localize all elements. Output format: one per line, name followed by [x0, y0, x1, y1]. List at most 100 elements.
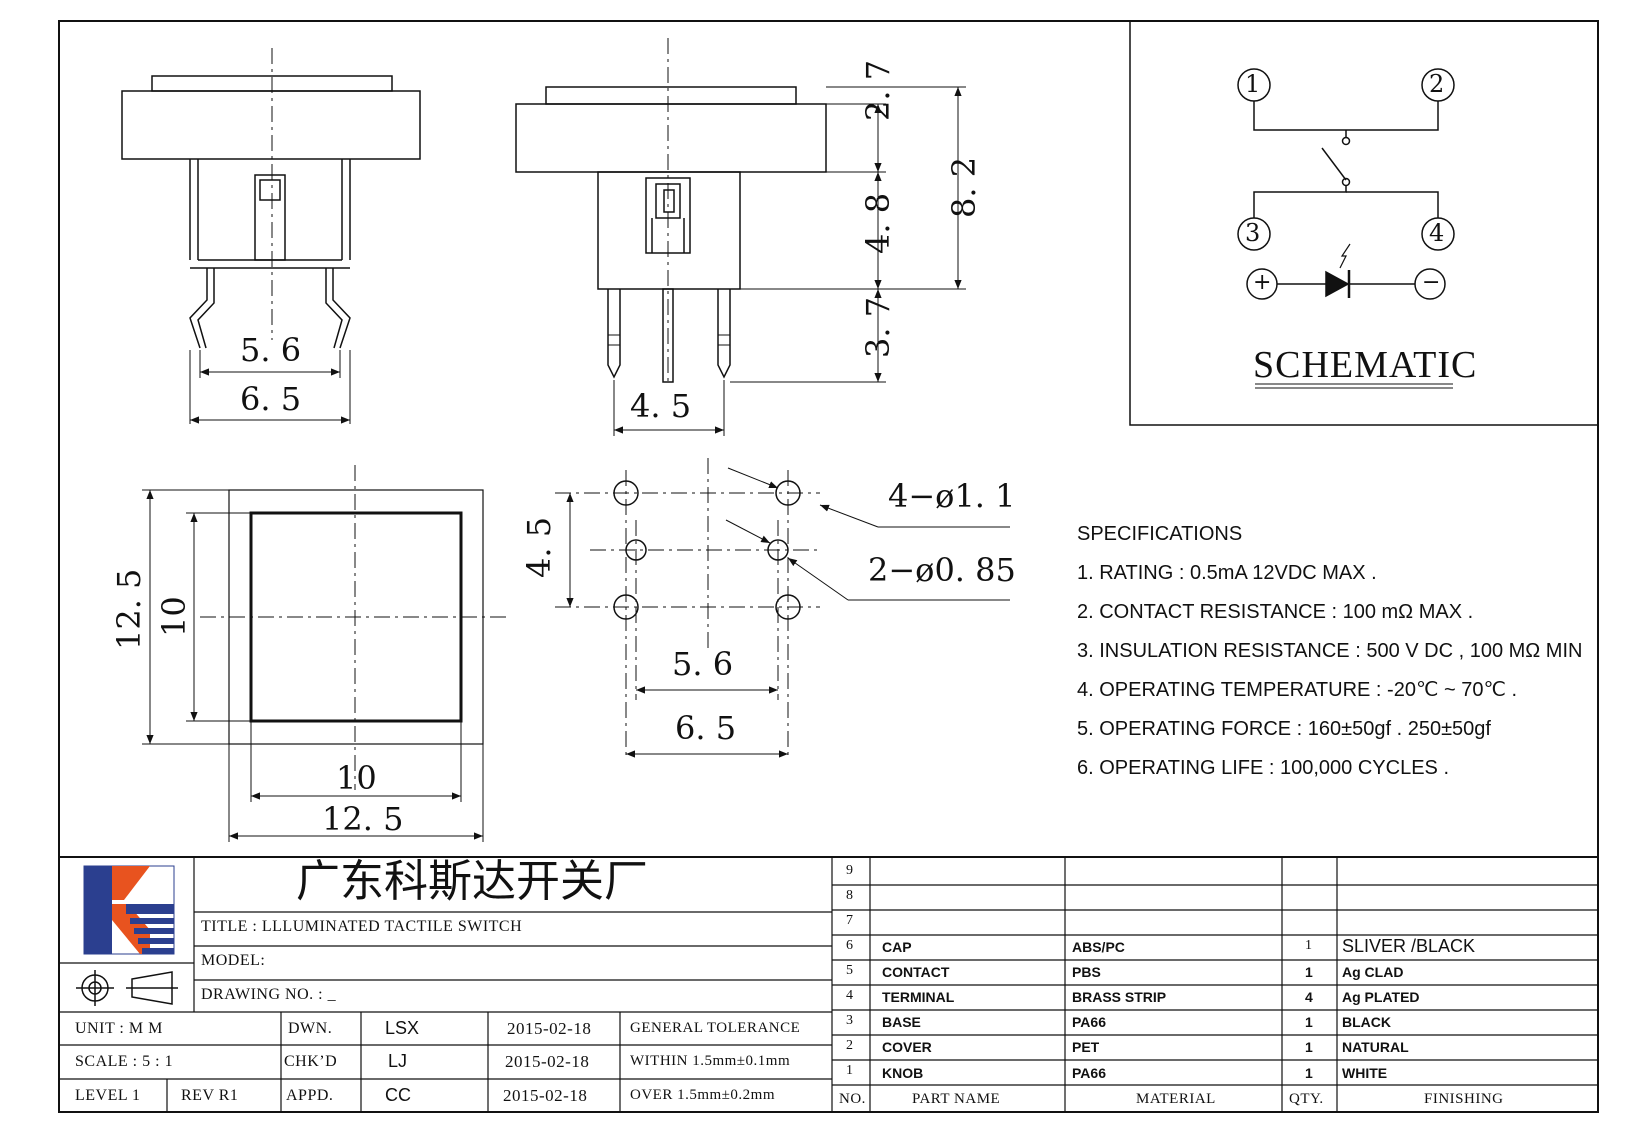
bom-part: CONTACT — [882, 964, 950, 980]
schematic-diagram — [1237, 68, 1455, 389]
approved-by: CC — [385, 1085, 411, 1105]
spec-item: 1. RATING : 0.5mA 12VDC MAX . — [1077, 562, 1377, 584]
side-view — [121, 48, 421, 424]
bom-part: COVER — [882, 1039, 932, 1055]
spec-item: 5. OPERATING FORCE : 160±50gf . 250±50gf — [1077, 718, 1491, 740]
bom-no: 9 — [846, 863, 854, 878]
bom-part: CAP — [882, 939, 912, 955]
schematic-pin-2: 2 — [1429, 70, 1445, 98]
unit-field: UNIT : M M — [75, 1020, 163, 1037]
top-dim-inner-width: 10 — [336, 759, 377, 797]
drawing-number-field: DRAWING NO. : _ — [201, 986, 337, 1003]
company-logo — [83, 865, 175, 955]
bom-material: PA66 — [1072, 1065, 1106, 1081]
approved-label: APPD. — [286, 1087, 334, 1104]
side-dim-inner-width: 5. 6 — [240, 331, 302, 369]
top-dim-inner-height: 10 — [155, 596, 193, 637]
bom-no: 8 — [846, 888, 854, 903]
bom-no: 5 — [846, 963, 854, 978]
front-dim-cap-height: 2. 7 — [859, 59, 897, 121]
revision-field: REV R1 — [181, 1087, 239, 1104]
drawing-title: TITLE : LLLUMINATED TACTILE SWITCH — [201, 918, 523, 935]
model-field: MODEL: — [201, 952, 266, 969]
approved-date: 2015-02-18 — [503, 1086, 588, 1105]
schematic-pin-3: 3 — [1245, 219, 1261, 247]
scale-field: SCALE : 5 : 1 — [75, 1053, 174, 1070]
schematic-pin-4: 4 — [1429, 219, 1445, 247]
bom-header-part: PART NAME — [912, 1091, 1001, 1107]
bom-material: PET — [1072, 1039, 1100, 1055]
bom-material: PA66 — [1072, 1014, 1106, 1030]
bom-no: 6 — [846, 938, 854, 953]
schematic-frame — [1129, 20, 1599, 426]
drawn-by: LSX — [385, 1018, 420, 1038]
bom-qty: 4 — [1305, 989, 1313, 1005]
tolerance-label: GENERAL TOLERANCE — [630, 1020, 801, 1036]
front-dim-body-height: 4. 8 — [859, 192, 897, 254]
top-view — [142, 465, 510, 842]
bom-material: BRASS STRIP — [1072, 989, 1167, 1005]
spec-item: 4. OPERATING TEMPERATURE : -20℃ ~ 70℃ . — [1077, 679, 1518, 701]
schematic-minus: − — [1422, 270, 1441, 295]
bom-header-qty: QTY. — [1289, 1091, 1324, 1107]
bom-no: 7 — [846, 913, 854, 928]
checked-by: LJ — [388, 1051, 408, 1071]
bom-qty: 1 — [1305, 1039, 1313, 1055]
footprint-dim-vertical: 4. 5 — [520, 516, 558, 578]
title-block-grid — [59, 856, 1598, 1112]
bom-finishing: BLACK — [1342, 1014, 1391, 1030]
bom-finishing: WHITE — [1342, 1065, 1388, 1081]
bom-qty: 1 — [1305, 1065, 1313, 1081]
bom-no: 4 — [846, 988, 854, 1003]
bom-header-finishing: FINISHING — [1424, 1091, 1504, 1107]
checked-label: CHK’D — [284, 1053, 338, 1070]
front-dim-pin-length: 3. 7 — [859, 296, 897, 358]
front-dim-pin-spacing: 4. 5 — [630, 387, 692, 425]
bom-part: BASE — [882, 1014, 921, 1030]
spec-item: 6. OPERATING LIFE : 100,000 CYCLES . — [1077, 757, 1450, 779]
bom-material: ABS/PC — [1072, 939, 1125, 955]
projection-symbol-icon — [76, 970, 178, 1006]
level-field: LEVEL 1 — [75, 1087, 141, 1104]
led-diode-icon — [1325, 270, 1350, 298]
top-dim-outer-height: 12. 5 — [110, 568, 148, 650]
schematic-title: SCHEMATIC — [1253, 344, 1478, 386]
bom-header-material: MATERIAL — [1136, 1091, 1216, 1107]
bom-part: TERMINAL — [882, 989, 955, 1005]
bom-finishing: NATURAL — [1342, 1039, 1409, 1055]
bom-material: PBS — [1072, 964, 1101, 980]
bom-no: 2 — [846, 1038, 854, 1053]
footprint-view — [555, 458, 1010, 760]
spec-item: 2. CONTACT RESISTANCE : 100 mΩ MAX . — [1077, 601, 1474, 623]
bom-finishing: Ag PLATED — [1342, 989, 1420, 1005]
bom-finishing: SLIVER /BLACK — [1342, 936, 1476, 956]
bom-part: KNOB — [882, 1065, 924, 1081]
company-name: 广东科斯达开关厂 — [296, 856, 648, 907]
sheet-border — [58, 20, 1599, 1113]
bom-qty: 1 — [1305, 938, 1313, 953]
schematic-plus: + — [1253, 270, 1272, 295]
top-dim-outer-width: 12. 5 — [322, 800, 404, 838]
checked-date: 2015-02-18 — [505, 1052, 590, 1071]
bom-header-no: NO. — [839, 1091, 866, 1107]
tolerance-within: WITHIN 1.5mm±0.1mm — [630, 1053, 791, 1069]
footprint-dim-large-holes: 4−ø1. 1 — [888, 477, 1016, 515]
bom-qty: 1 — [1305, 964, 1313, 980]
bom-no: 1 — [846, 1063, 854, 1078]
footprint-dim-inner-spacing: 5. 6 — [672, 645, 734, 683]
bom-no: 3 — [846, 1013, 854, 1028]
schematic-pin-1: 1 — [1245, 70, 1261, 98]
drawn-date: 2015-02-18 — [507, 1019, 592, 1038]
footprint-dim-outer-spacing: 6. 5 — [675, 709, 737, 747]
spec-item: 3. INSULATION RESISTANCE : 500 V DC , 10… — [1077, 640, 1583, 662]
tolerance-over: OVER 1.5mm±0.2mm — [630, 1087, 775, 1103]
front-dim-total-height: 8. 2 — [945, 156, 983, 218]
front-view — [515, 38, 966, 436]
bom-qty: 1 — [1305, 1014, 1313, 1030]
footprint-dim-small-holes: 2−ø0. 85 — [868, 551, 1016, 589]
specifications-heading: SPECIFICATIONS — [1077, 523, 1243, 545]
drawn-label: DWN. — [288, 1020, 333, 1037]
side-dim-outer-width: 6. 5 — [240, 380, 302, 418]
